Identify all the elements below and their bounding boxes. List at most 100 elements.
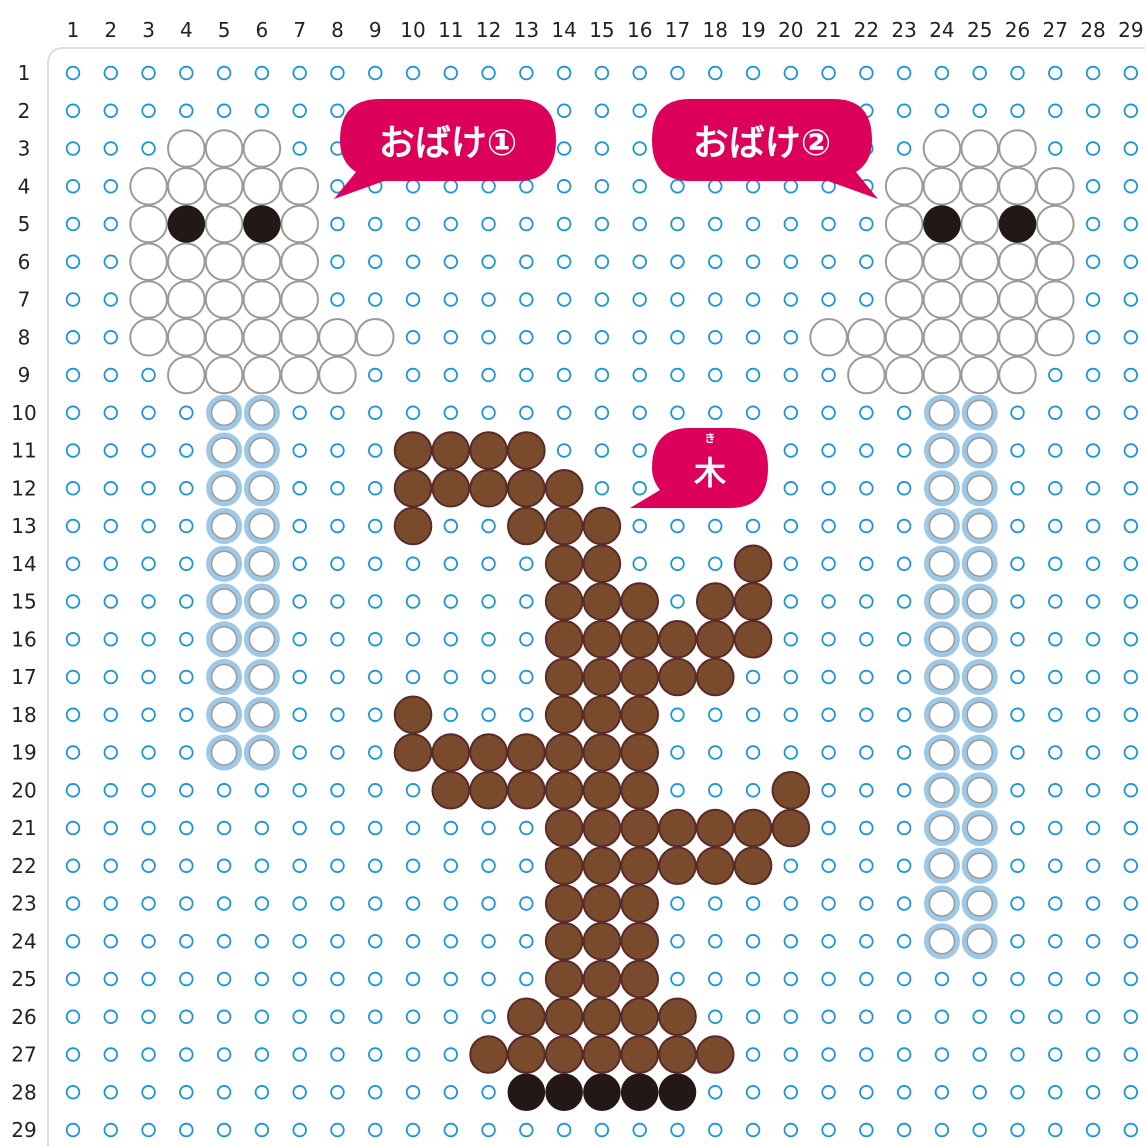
peg [369,1124,382,1137]
peg [482,218,495,231]
peg [1049,1048,1062,1061]
brown-bead [735,847,772,884]
peg [67,1048,80,1061]
peg [1011,859,1024,872]
clear-bead [926,511,957,542]
clear-bead [926,699,957,730]
peg [558,218,571,231]
peg [180,1124,193,1137]
white-bead [999,281,1036,318]
peg [1049,482,1062,495]
brown-bead [395,696,432,733]
peg [331,859,344,872]
column-number: 28 [1080,18,1105,42]
peg [860,218,873,231]
brown-bead [697,1036,734,1073]
peg [1011,897,1024,910]
peg [369,708,382,721]
clear-bead [964,586,995,617]
peg [520,671,533,684]
peg [1125,180,1138,193]
row-number: 16 [11,627,36,651]
peg [520,218,533,231]
clear-bead [926,435,957,466]
peg [747,67,760,80]
peg [180,1010,193,1023]
brown-bead [584,772,621,809]
peg [596,331,609,344]
clear-bead [964,473,995,504]
peg [785,1048,798,1061]
peg [67,67,80,80]
brown-bead [659,998,696,1035]
brown-bead [584,885,621,922]
peg [785,557,798,570]
brown-bead [697,810,734,847]
peg [898,482,911,495]
column-number: 1 [67,18,80,42]
peg [445,671,458,684]
column-number: 29 [1118,18,1143,42]
white-bead [810,319,847,356]
row-number: 6 [18,250,31,274]
peg [1087,406,1100,419]
peg [1011,1048,1024,1061]
clear-bead [964,926,995,957]
peg [822,633,835,646]
peg [1125,293,1138,306]
brown-bead [433,432,470,469]
peg [407,293,420,306]
clear-bead [246,473,277,504]
peg [1125,897,1138,910]
peg [822,822,835,835]
peg [747,180,760,193]
brown-bead [546,1036,583,1073]
peg [709,1124,722,1137]
peg [747,1010,760,1023]
white-bead [886,243,923,280]
peg [331,897,344,910]
white-bead [168,319,205,356]
peg [67,293,80,306]
peg [293,595,306,608]
brown-bead [584,810,621,847]
peg [1049,142,1062,155]
row-number: 21 [11,816,36,840]
white-bead [168,130,205,167]
peg [671,255,684,268]
white-bead [206,243,243,280]
peg [1087,482,1100,495]
peg [822,935,835,948]
peg [104,859,117,872]
row-number: 17 [11,665,36,689]
peg [67,444,80,457]
peg [67,520,80,533]
peg [331,935,344,948]
peg [369,1048,382,1061]
white-bead [924,130,961,167]
peg [482,67,495,80]
peg [445,331,458,344]
peg [671,218,684,231]
peg [445,897,458,910]
peg [822,746,835,759]
peg [1011,1086,1024,1099]
white-bead [130,281,167,318]
clear-bead [964,548,995,579]
clear-bead [246,624,277,655]
brown-bead [395,432,432,469]
peg [369,520,382,533]
peg [747,973,760,986]
brown-bead [621,810,658,847]
peg [180,482,193,495]
peg [407,822,420,835]
white-bead [206,319,243,356]
peg [822,1010,835,1023]
clear-bead [926,737,957,768]
white-bead [924,357,961,394]
peg [445,595,458,608]
brown-bead [546,734,583,771]
column-number: 4 [180,18,193,42]
white-bead [281,281,318,318]
clear-bead [209,548,240,579]
